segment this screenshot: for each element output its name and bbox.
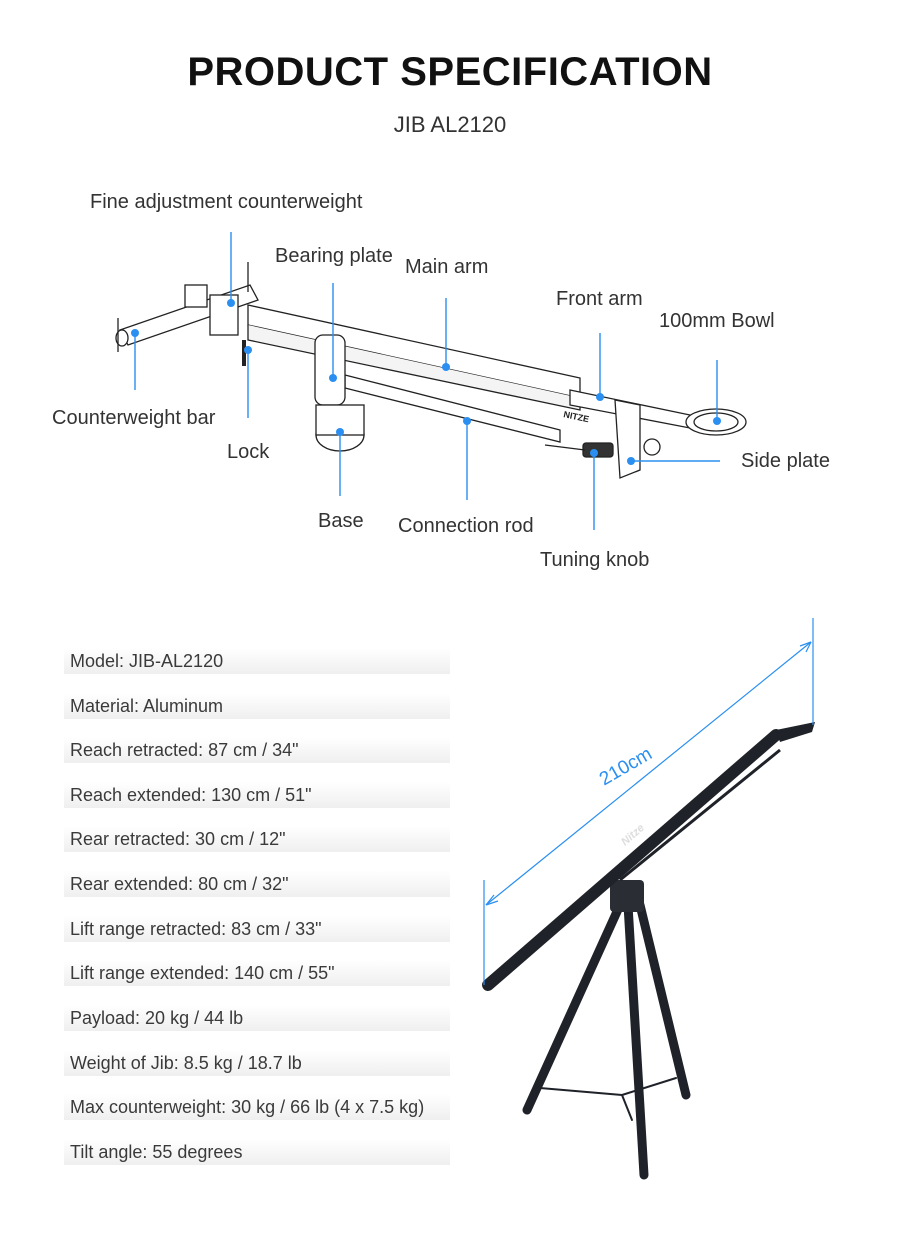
spec-row-reach-retracted: Reach retracted: 87 cm / 34" [64,737,450,763]
spec-row-reach-extended: Reach extended: 130 cm / 51" [64,782,450,808]
spec-row-lift-retracted: Lift range retracted: 83 cm / 33" [64,916,450,942]
label-base: Base [318,510,364,532]
label-side-plate: Side plate [741,450,830,472]
label-bearing-plate: Bearing plate [275,245,393,267]
label-counterweight-bar: Counterweight bar [52,407,216,429]
page-subtitle: JIB AL2120 [393,112,507,137]
jib-line-drawing [115,262,747,479]
counterweight-bar-end [115,329,129,347]
spec-row-payload: Payload: 20 kg / 44 lb [64,1005,450,1031]
spec-row-weight: Weight of Jib: 8.5 kg / 18.7 lb [64,1050,450,1076]
tuning-knob-shape [582,442,614,458]
label-tuning-knob: Tuning knob [540,549,650,571]
page-title: PRODUCT SPECIFICATION [187,50,713,94]
dimension-line [483,618,814,985]
label-main-arm: Main arm [405,256,489,278]
jib-photo: Nitze [482,722,815,1180]
callout-dots [131,299,721,465]
main-arm-shape [247,304,581,399]
label-lock: Lock [227,441,270,463]
tripod-head [610,880,644,912]
jib-arm-photo [482,729,782,991]
label-100mm-bowl: 100mm Bowl [659,310,775,332]
spec-row-tilt-angle: Tilt angle: 55 degrees [64,1139,450,1165]
counterweight-clamp [184,284,208,308]
callout-lines [134,232,720,530]
label-connection-rod: Connection rod [398,515,534,537]
tripod-legs [522,900,691,1180]
diagram-brand-mark: NITZE [563,409,591,424]
spec-row-model: Model: JIB-AL2120 [64,648,450,674]
spec-row-material: Material: Aluminum [64,693,450,719]
label-front-arm: Front arm [556,288,643,310]
spec-row-rear-extended: Rear extended: 80 cm / 32" [64,871,450,897]
spec-row-rear-retracted: Rear retracted: 30 cm / 12" [64,826,450,852]
spec-row-lift-extended: Lift range extended: 140 cm / 55" [64,960,450,986]
bearing-plate-shape [314,334,346,406]
spec-row-max-counterweight: Max counterweight: 30 kg / 66 lb (4 x 7.… [64,1094,450,1120]
label-fine-adjustment-counterweight: Fine adjustment counterweight [90,191,363,213]
side-plate-shape [614,399,641,479]
